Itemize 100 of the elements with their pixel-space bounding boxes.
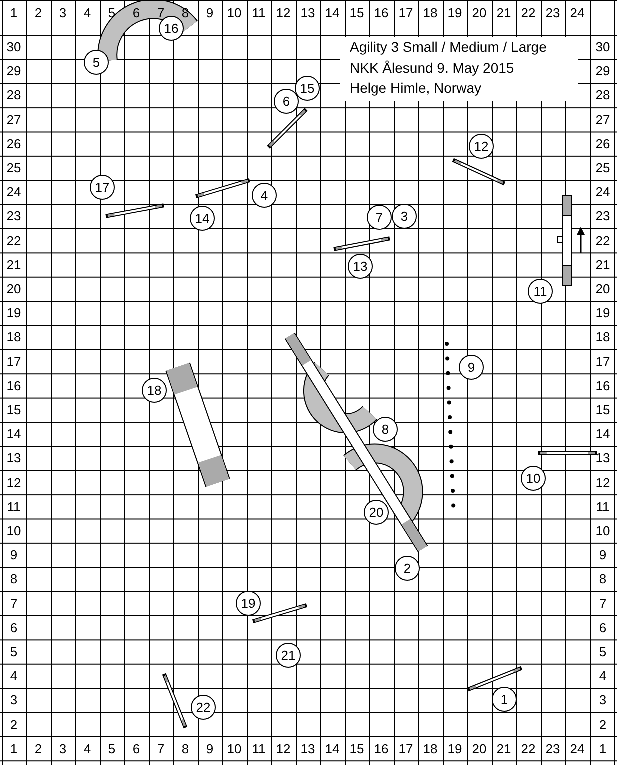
column-number: 9 bbox=[206, 742, 214, 756]
column-number: 1 bbox=[10, 742, 18, 756]
row-number: 7 bbox=[10, 597, 18, 610]
row-number: 23 bbox=[596, 210, 610, 223]
row-number: 4 bbox=[599, 670, 607, 683]
column-number: 13 bbox=[300, 742, 316, 756]
row-number: 16 bbox=[596, 379, 610, 392]
row-number: 10 bbox=[6, 524, 22, 538]
column-number: 3 bbox=[59, 742, 67, 756]
column-number: 4 bbox=[84, 6, 92, 20]
number-circle: 21 bbox=[276, 643, 301, 668]
row-number: 20 bbox=[6, 282, 22, 296]
row-number: 5 bbox=[599, 646, 607, 658]
row-number: 24 bbox=[6, 186, 22, 199]
row-number: 15 bbox=[6, 404, 22, 416]
row-number: 10 bbox=[596, 524, 610, 538]
number-circle: 14 bbox=[190, 206, 215, 231]
row-number: 15 bbox=[596, 404, 610, 416]
row-number: 17 bbox=[596, 355, 610, 368]
row-number: 17 bbox=[6, 355, 22, 368]
column-number: 12 bbox=[276, 742, 291, 756]
row-number: 8 bbox=[599, 572, 607, 586]
row-number: 4 bbox=[10, 670, 18, 683]
column-number: 12 bbox=[276, 6, 291, 20]
column-number: 14 bbox=[325, 742, 340, 756]
column-number: 20 bbox=[472, 6, 487, 20]
column-number: 16 bbox=[374, 6, 389, 20]
column-number: 15 bbox=[350, 742, 364, 756]
number-circle: 9 bbox=[459, 355, 484, 380]
column-number: 10 bbox=[227, 6, 242, 20]
column-number: 21 bbox=[496, 742, 512, 756]
number-circle: 12 bbox=[469, 134, 494, 159]
column-number: 17 bbox=[398, 6, 414, 20]
row-number: 29 bbox=[596, 64, 610, 78]
row-number: 27 bbox=[596, 113, 610, 126]
column-number: 11 bbox=[252, 742, 266, 756]
column-number: 23 bbox=[546, 742, 560, 756]
column-number: 24 bbox=[570, 742, 585, 756]
row-number: 30 bbox=[596, 40, 610, 54]
event-line: NKK Ålesund 9. May 2015 bbox=[350, 61, 514, 75]
row-number: 21 bbox=[596, 258, 610, 272]
row-number: 18 bbox=[596, 330, 610, 344]
row-number: 18 bbox=[6, 330, 22, 344]
row-number: 12 bbox=[596, 476, 610, 490]
author-line: Helge Himle, Norway bbox=[350, 81, 482, 95]
row-number: 14 bbox=[6, 428, 22, 441]
number-circle: 8 bbox=[373, 417, 398, 442]
number-circle: 3 bbox=[392, 204, 417, 229]
row-number: 13 bbox=[596, 452, 610, 465]
row-number: 23 bbox=[6, 210, 22, 223]
row-number: 25 bbox=[6, 162, 22, 174]
row-number: 22 bbox=[6, 234, 22, 248]
column-number: 6 bbox=[132, 6, 140, 20]
column-number: 5 bbox=[108, 742, 116, 756]
number-circle: 15 bbox=[295, 76, 320, 101]
number-circle: 10 bbox=[521, 466, 546, 491]
column-number: 8 bbox=[182, 742, 190, 756]
row-number: 24 bbox=[596, 186, 610, 199]
column-number: 16 bbox=[374, 742, 389, 756]
column-number: 19 bbox=[448, 6, 462, 20]
row-number: 9 bbox=[599, 548, 607, 562]
column-number: 13 bbox=[300, 6, 316, 20]
row-number: 2 bbox=[599, 718, 607, 732]
column-number: 2 bbox=[34, 6, 42, 20]
number-circle: 2 bbox=[395, 556, 420, 581]
course-title: Agility 3 Small / Medium / Large bbox=[350, 40, 547, 54]
column-number: 22 bbox=[521, 742, 536, 756]
row-number: 6 bbox=[10, 621, 18, 634]
column-number: 1 bbox=[10, 6, 18, 20]
number-circle: 19 bbox=[236, 591, 261, 616]
row-number: 27 bbox=[6, 113, 22, 126]
row-number: 26 bbox=[596, 137, 610, 150]
column-number: 20 bbox=[472, 742, 487, 756]
column-number: 9 bbox=[206, 6, 214, 20]
column-number: 11 bbox=[252, 6, 266, 20]
row-number: 28 bbox=[596, 88, 610, 102]
row-number: 20 bbox=[596, 282, 610, 296]
column-number: 24 bbox=[570, 6, 585, 20]
number-circle: 6 bbox=[274, 89, 299, 114]
column-number: 2 bbox=[34, 742, 42, 756]
row-number: 3 bbox=[599, 694, 607, 707]
column-number: 21 bbox=[496, 6, 512, 20]
row-number: 16 bbox=[6, 379, 22, 392]
number-circle: 13 bbox=[348, 254, 373, 279]
row-number: 13 bbox=[6, 452, 22, 465]
column-number: 22 bbox=[521, 6, 536, 20]
row-number: 25 bbox=[596, 162, 610, 174]
row-number: 14 bbox=[596, 428, 610, 441]
column-number: 19 bbox=[448, 742, 462, 756]
number-circle: 20 bbox=[364, 500, 389, 525]
number-circle: 22 bbox=[191, 695, 216, 720]
row-number: 21 bbox=[6, 258, 22, 272]
column-number: 7 bbox=[157, 742, 165, 756]
row-number: 8 bbox=[10, 572, 18, 586]
column-number: 4 bbox=[84, 742, 92, 756]
row-number: 11 bbox=[7, 500, 21, 514]
row-number: 22 bbox=[596, 234, 610, 248]
number-circle: 11 bbox=[528, 279, 553, 304]
column-number: 6 bbox=[132, 742, 140, 756]
row-number: 30 bbox=[6, 40, 22, 54]
